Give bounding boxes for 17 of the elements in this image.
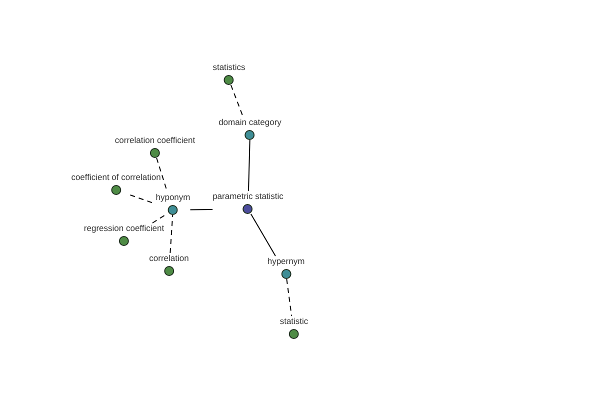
dashed-line — [170, 214, 174, 254]
dashed-line — [286, 278, 292, 316]
node-label: domain category — [218, 117, 282, 127]
node-label: parametric statistic — [212, 191, 284, 201]
node-label: hypernym — [267, 256, 305, 266]
node-label: statistic — [280, 316, 308, 326]
node-label: correlation coefficient — [114, 135, 196, 145]
node-label: hyponym — [156, 192, 190, 202]
node-label: correlation — [149, 253, 189, 263]
node-label: regression coefficient — [84, 223, 164, 233]
line — [190, 208, 214, 210]
line — [248, 140, 250, 192]
node-label: coefficient of correlation — [71, 172, 161, 182]
line — [250, 214, 276, 256]
dashed-line — [230, 84, 244, 118]
dashed-line — [152, 214, 166, 224]
node-label: statistics — [212, 62, 246, 72]
